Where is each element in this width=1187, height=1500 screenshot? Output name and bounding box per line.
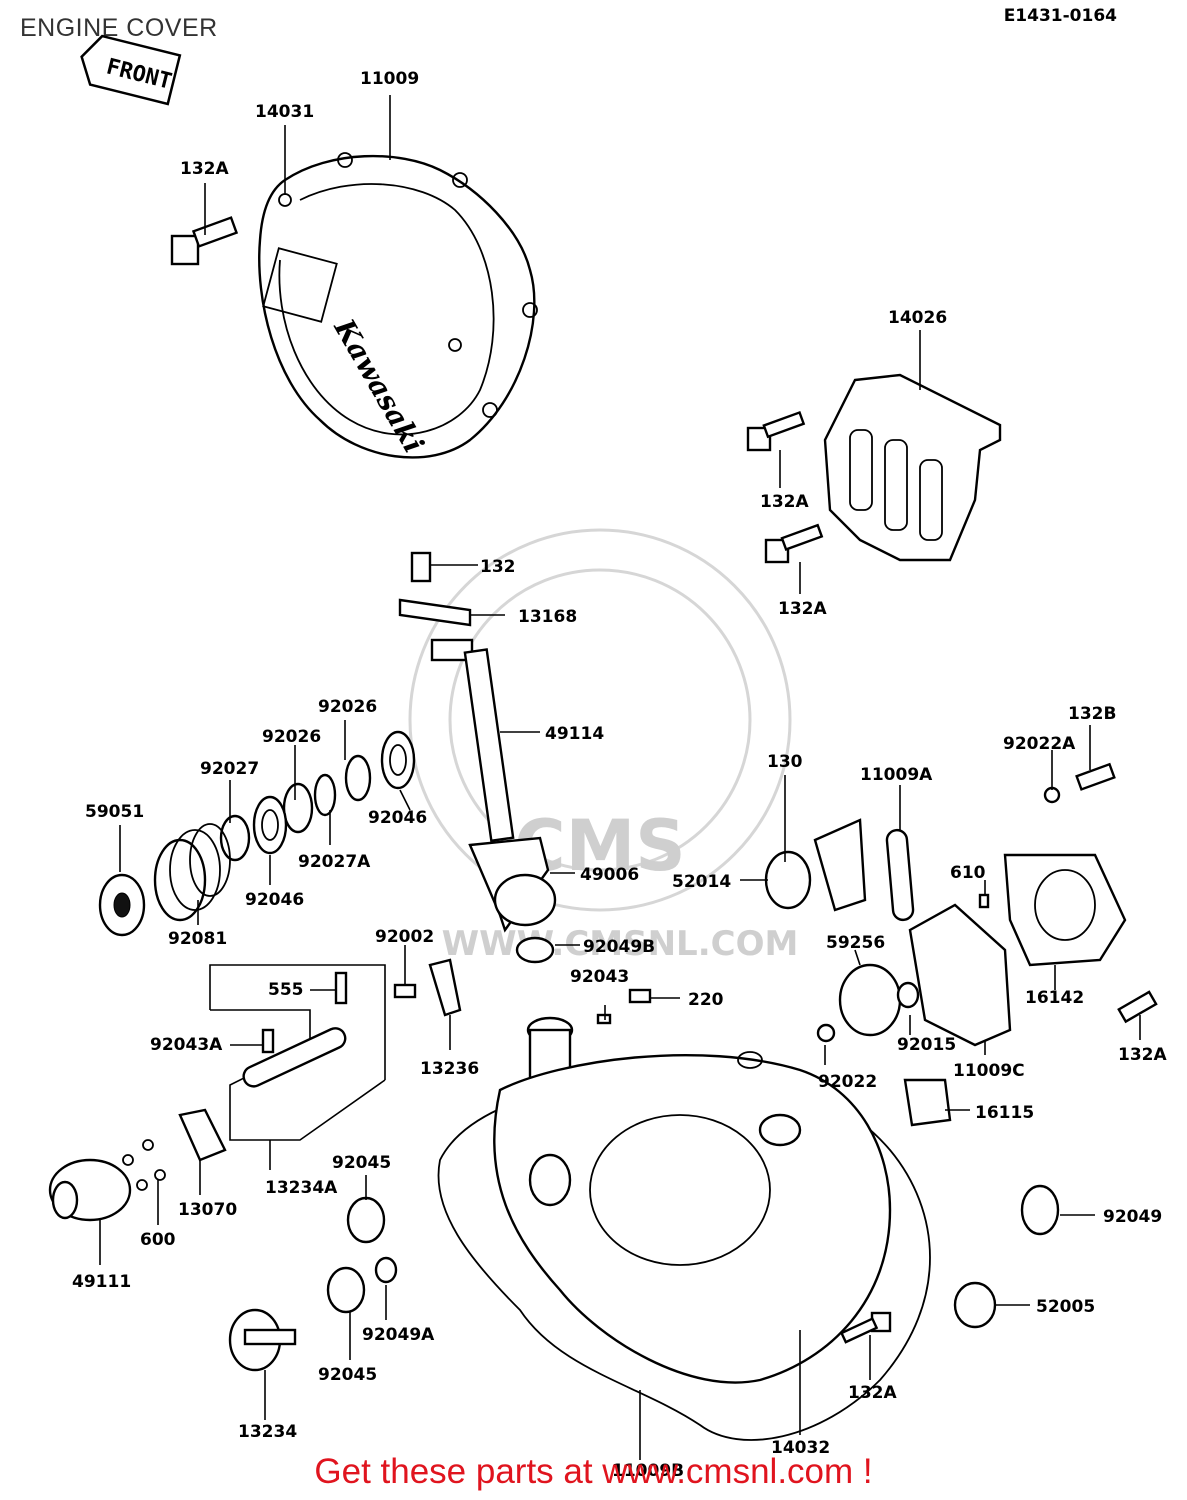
label-92002: 92002: [375, 927, 434, 947]
bolt-132a-top: [170, 216, 239, 266]
label-220: 220: [688, 990, 724, 1010]
diagram-title: ENGINE COVER: [20, 14, 218, 42]
label-132b: 132B: [1068, 704, 1116, 724]
label-92015: 92015: [897, 1035, 956, 1055]
label-130: 130: [767, 752, 803, 772]
label-13234a: 13234A: [265, 1178, 338, 1198]
bolt-132a-cover1: [746, 410, 806, 452]
label-11009a: 11009A: [860, 765, 933, 785]
label-92027a: 92027A: [298, 852, 371, 872]
label-13234: 13234: [238, 1422, 297, 1442]
label-610: 610: [950, 863, 986, 883]
label-132a-right: 132A: [1118, 1045, 1167, 1065]
label-92046-a: 92046: [368, 808, 427, 828]
label-92045-b: 92045: [318, 1365, 377, 1385]
label-49111: 49111: [72, 1272, 131, 1292]
crankcase-cover-14032: [437, 1051, 931, 1441]
label-52005: 52005: [1036, 1297, 1095, 1317]
label-16142: 16142: [1025, 988, 1084, 1008]
small-parts-group: [48, 958, 652, 1372]
label-92049: 92049: [1103, 1207, 1162, 1227]
label-132a-cover2: 132A: [778, 599, 827, 619]
label-11009c: 11009C: [953, 1061, 1025, 1081]
label-92043a: 92043A: [150, 1035, 223, 1055]
label-14031: 14031: [255, 102, 314, 122]
bolt-132a-bottom: [839, 1311, 892, 1344]
label-14032: 14032: [771, 1438, 830, 1458]
bolt-132a-cover2: [764, 523, 824, 564]
label-92081: 92081: [168, 929, 227, 949]
label-92022a: 92022A: [1003, 734, 1076, 754]
sprocket-cover-14026: [823, 373, 1002, 562]
engine-cover-14031: Kawasaki: [258, 152, 538, 459]
label-132a-cover1: 132A: [760, 492, 809, 512]
front-arrow-tag: FRONT: [80, 34, 182, 106]
label-92046-b: 92046: [245, 890, 304, 910]
diagram-code: E1431-0164: [1003, 6, 1117, 26]
label-14026: 14026: [888, 308, 947, 328]
label-132a-bottom: 132A: [848, 1383, 897, 1403]
label-59256: 59256: [826, 933, 885, 953]
leader-lines: [99, 95, 1141, 1460]
label-49114: 49114: [545, 724, 604, 744]
label-92027: 92027: [200, 759, 259, 779]
watermark-url-text: WWW.CMSNL.COM: [442, 924, 799, 964]
label-555: 555: [268, 980, 304, 1000]
water-pump-parts: [764, 762, 1158, 1329]
footer-link-text[interactable]: Get these parts at www.cmsnl.com !: [314, 1452, 873, 1491]
label-13236: 13236: [420, 1059, 479, 1079]
label-132a-top: 132A: [180, 159, 229, 179]
label-52014: 52014: [672, 872, 731, 892]
label-11009: 11009: [360, 69, 419, 89]
label-13070: 13070: [178, 1200, 237, 1220]
seal-bearing-stack: [98, 730, 416, 937]
label-11009b: 11009B: [612, 1461, 684, 1481]
label-132: 132: [480, 557, 516, 577]
label-92026-b: 92026: [262, 727, 321, 747]
label-49006: 49006: [580, 865, 639, 885]
label-92045-a: 92045: [332, 1153, 391, 1173]
label-92026-a: 92026: [318, 697, 377, 717]
label-92049b: 92049B: [583, 937, 655, 957]
label-59051: 59051: [85, 802, 144, 822]
label-92043: 92043: [570, 967, 629, 987]
label-13168: 13168: [518, 607, 577, 627]
label-600: 600: [140, 1230, 176, 1250]
cms-watermark: CMS WWW.CMSNL.COM: [408, 528, 799, 964]
label-92049a: 92049A: [362, 1325, 435, 1345]
label-16115: 16115: [975, 1103, 1034, 1123]
part-labels: 11009 14031 132A 14026 132A 132A 132 131…: [72, 69, 1167, 1481]
label-92022: 92022: [818, 1072, 877, 1092]
